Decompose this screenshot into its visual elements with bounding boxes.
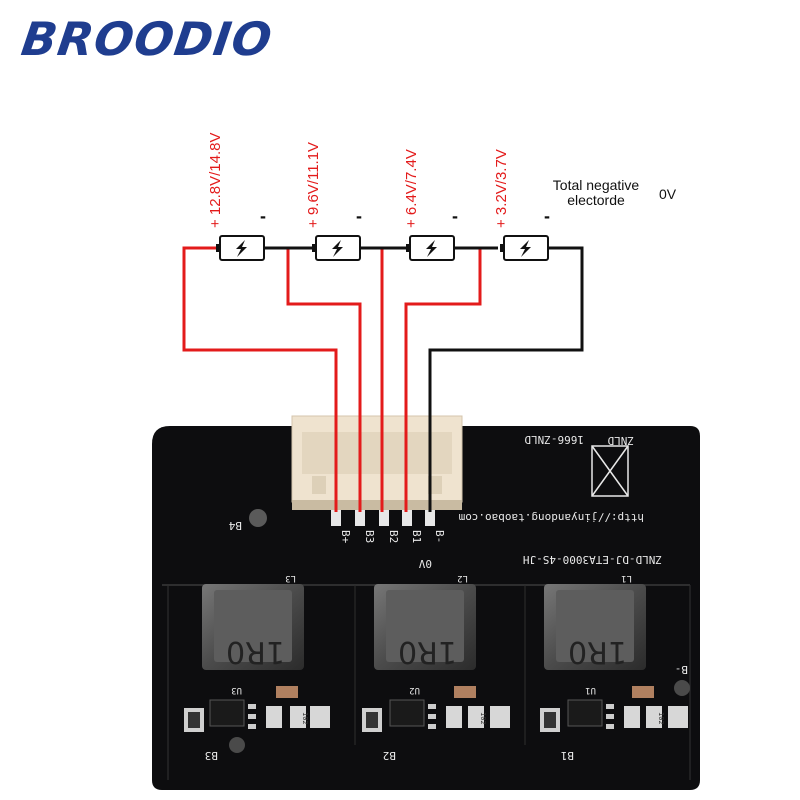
resistor-marking: 102 [301,712,309,725]
wire-b4 [182,246,338,512]
wire-bminus [428,246,584,512]
connector-pads [331,510,435,526]
inductor-marking: 1R0 [398,634,457,669]
inductor-marking: 1R0 [226,634,285,669]
zero-volt-silk: 0V [418,557,432,570]
connector-code: 1666-ZNLD [524,433,584,446]
battery-cell-1 [216,235,265,261]
total-negative-label: Total negative electorde [552,177,640,208]
board-url: http://jinyandong.taobao.com [458,511,644,524]
label-b4: B4 [228,519,242,532]
brand-box-icon [591,445,629,497]
board-model: ZNLD-DJ-ETA3000-4S-JH [523,553,662,566]
label-l2: L2 [457,573,468,583]
lightning-icon [236,240,247,257]
battery-cell-4 [500,235,549,261]
battery-cell-2 [312,235,361,261]
pin-label-bminus: B- [433,530,446,543]
cell-minus-1: - [260,206,266,226]
smd-components-3: 102 [184,686,330,732]
battery-cell-3 [406,235,455,261]
pin-label-b1: B1 [410,530,423,543]
brand-mark: ZNLD [608,434,635,447]
inductor-l3: 1R0 [202,584,304,670]
inductor-l1: 1R0 [544,584,646,670]
pin-label-bplus: B+ [339,530,352,544]
lightning-icon [426,240,437,257]
jst-connector [291,415,463,510]
cell-minus-3: - [452,206,458,226]
zero-volt-label: 0V [659,186,677,202]
pin-label-b2: B2 [387,530,400,543]
lightning-icon [520,240,531,257]
wire-b1 [404,248,482,512]
label-b3: B3 [205,749,218,762]
lightning-icon [332,240,343,257]
balance-wires [182,246,584,512]
smd-components-1: 102 [540,686,688,732]
pin-label-b3: B3 [363,530,376,543]
label-b2: B2 [383,749,396,762]
label-b1: B1 [561,749,574,762]
cell-minus-4: - [544,206,550,226]
resistor-marking: 102 [657,712,665,725]
inductor-marking: 1R0 [568,634,627,669]
wire-b3 [286,248,362,512]
smd-components-2: 102 [362,686,510,732]
label-bminus: B- [675,663,688,676]
label-l3: L3 [285,573,296,583]
inductor-l2: 1R0 [374,584,476,670]
label-l1: L1 [621,573,632,583]
label-u2: U2 [409,685,420,695]
cell-minus-2: - [356,206,362,226]
resistor-marking: 102 [479,712,487,725]
label-u1: U1 [585,685,596,695]
label-u3: U3 [231,685,242,695]
